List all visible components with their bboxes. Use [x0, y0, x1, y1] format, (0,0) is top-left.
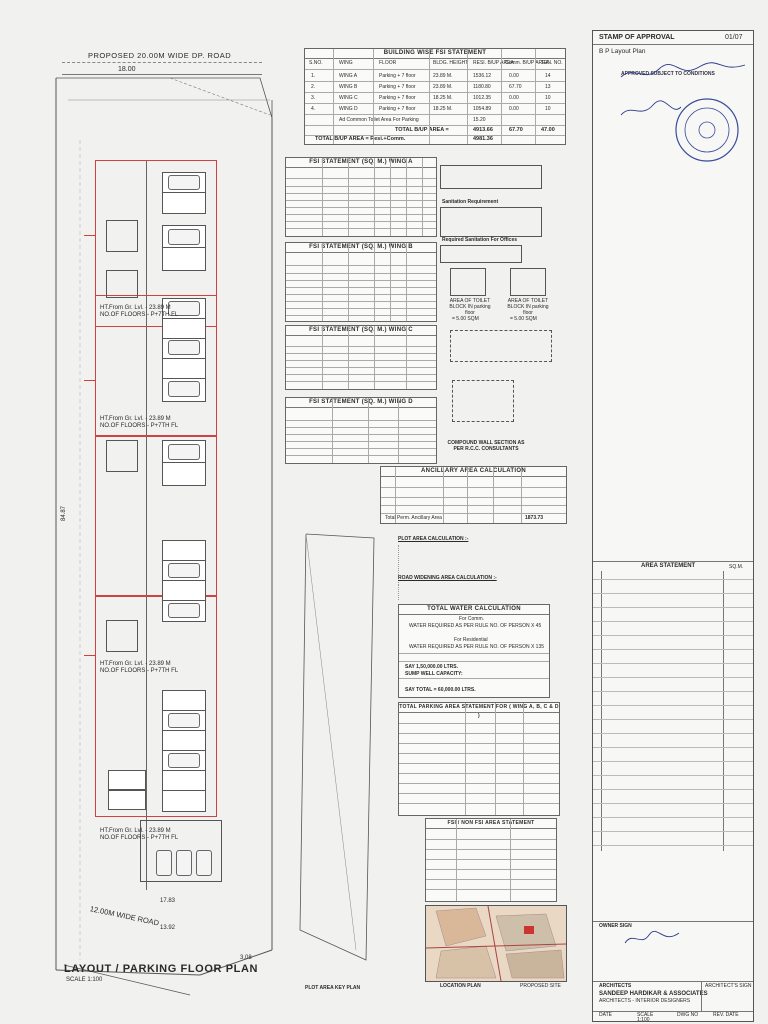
- plan-title: LAYOUT / PARKING FLOOR PLAN: [64, 963, 259, 975]
- plot-boundary: [55, 77, 273, 996]
- title-block: STAMP OF APPROVAL 01/07 B P Layout Plan …: [592, 30, 754, 1023]
- common-row-label: Ad Common Toilet Area For Parking: [339, 117, 419, 123]
- owner-sign-label: OWNER SIGN: [599, 923, 632, 929]
- wing-d-core: [106, 620, 138, 652]
- table-header: FLOOR: [379, 60, 397, 66]
- ancillary-table: ANCILLARY AREA CALCULATION Total Perm. A…: [380, 466, 567, 524]
- plan-type: B P Layout Plan: [599, 48, 646, 55]
- wing-a-core: [106, 220, 138, 252]
- table-header: TEN. NO.: [541, 60, 563, 66]
- wing-c-outline: [95, 435, 217, 597]
- top-width-dim: 18.00: [118, 66, 136, 73]
- wing-c-floors-label: NO.OF FLOORS - P+7TH FL: [100, 668, 179, 674]
- wing-c-core: [106, 440, 138, 472]
- wing-b-height-label: HT.From Gr. Lvl. - 23.89 M: [100, 416, 171, 422]
- dwg-label: DWG NO: [677, 1012, 699, 1018]
- ancillary-total-label: Total Perm. Ancillary Area: [385, 515, 442, 521]
- scale-label: SCALE: [637, 1012, 654, 1018]
- fsi-wing-c-title: FSI STATEMENT (SQ. M.) WING C: [286, 326, 436, 336]
- entry-block: [140, 820, 222, 882]
- water-sub: For Residential: [454, 637, 488, 643]
- red-marker: [84, 380, 96, 381]
- water-calc-table: TOTAL WATER CALCULATION For Comm. WATER …: [398, 604, 550, 698]
- bottom-dim-3: 17.83: [160, 898, 176, 904]
- wing-c-height-label: HT.From Gr. Lvl. - 23.89 M: [100, 661, 171, 667]
- wing-b-outline: [95, 295, 217, 437]
- approval-text: APPROVED SUBJECT TO CONDITIONS: [621, 71, 715, 77]
- fsi-wing-b-table: FSI STATEMENT (SQ. M.) WING B: [285, 242, 437, 322]
- firm-subtitle: ARCHITECTS - INTERIOR DESIGNERS: [599, 998, 691, 1004]
- plan-scale: SCALE 1:100: [66, 977, 103, 983]
- fsi-wing-b-title: FSI STATEMENT (SQ. M.) WING B: [286, 243, 436, 253]
- top-road-label: PROPOSED 20.00M WIDE DP. ROAD: [88, 51, 232, 60]
- red-marker: [84, 655, 96, 656]
- wing-a-height-label: HT.From Gr. Lvl. - 23.89 M: [100, 305, 171, 311]
- fsi-wing-a-table: FSI STATEMENT (SQ. M.) WING A: [285, 157, 437, 237]
- rev-label: REV. DATE: [713, 1012, 739, 1018]
- ancillary-title: ANCILLARY AREA CALCULATION: [381, 467, 566, 477]
- water-title: TOTAL WATER CALCULATION: [399, 605, 549, 615]
- ancillary-total-value: 1873.73: [525, 515, 544, 521]
- water-sub: WATER REQUIRED AS PER RULE NO. OF PERSON…: [409, 644, 545, 650]
- wing-a-floors-label: NO.OF FLOORS - P+7TH FL: [100, 312, 179, 318]
- stamp-heading: STAMP OF APPROVAL: [599, 34, 675, 41]
- water-sub: For Comm.: [459, 616, 484, 622]
- table-header: BLDG. HEIGHT: [433, 60, 469, 66]
- sump-label: SUMP WELL CAPACITY:: [405, 671, 463, 677]
- wing-d-floors-label: NO.OF FLOORS - P+7TH FL: [100, 835, 179, 841]
- sanitation-title: Sanitation Requirement: [442, 199, 499, 205]
- owner-signature: [624, 930, 680, 944]
- fsi-wing-c-table: FSI STATEMENT (SQ. M.) WING C: [285, 325, 437, 390]
- parking-title: TOTAL PARKING AREA STATEMENT FOR ( WING …: [399, 704, 559, 719]
- water-total: SAY 1,50,000.00 LTRS.: [405, 664, 458, 670]
- fsi-wing-d-table: FSI STATEMENT (SQ. M.) WING D: [285, 397, 437, 464]
- red-marker: [84, 235, 96, 236]
- total-resi: 4913.66: [473, 127, 493, 133]
- wing-a-outline: [95, 160, 217, 327]
- water-sub: WATER REQUIRED AS PER RULE NO. OF PERSON…: [409, 623, 542, 629]
- top-dim-line: [62, 74, 262, 75]
- table-header: WING: [339, 60, 353, 66]
- road-edge-line: [62, 62, 262, 63]
- architect-sign-label: ARCHITECT'S SIGN: [705, 983, 752, 989]
- table-header: Comm. B/UP AREA: [505, 60, 549, 66]
- parking-statement-table: TOTAL PARKING AREA STATEMENT FOR ( WING …: [398, 702, 560, 816]
- fsi-wing-d-title: FSI STATEMENT (SQ. M.) WING D: [286, 398, 436, 408]
- wing-d-outline: [95, 595, 217, 817]
- sanitation-block: Sanitation Requirement Required Sanitati…: [440, 157, 550, 263]
- approval-seal: [675, 98, 739, 162]
- water-say-total: SAY TOTAL = 60,000.00 LTRS.: [405, 687, 476, 693]
- table-header: S.NO.: [309, 60, 323, 66]
- driveway-edge: [146, 160, 147, 890]
- firm-name: SANDEEP HARDIKAR & ASSOCIATES: [599, 991, 708, 997]
- wing-a-stair: [106, 270, 138, 298]
- fsi-wing-a-title: FSI STATEMENT (SQ. M.) WING A: [286, 158, 436, 168]
- grand-total-value: 4981.36: [473, 136, 493, 142]
- building-fsi-title: BUILDING WISE FSI STATEMENT: [305, 49, 565, 59]
- fsi-plot-title: FSI / NON FSI AREA STATEMENT: [426, 819, 556, 829]
- signature-scribbles: [620, 62, 746, 116]
- fsi-plot-table: FSI / NON FSI AREA STATEMENT: [425, 818, 557, 902]
- total-bup-label: TOTAL B/UP AREA =: [395, 127, 449, 133]
- side-dim: 84.87: [61, 505, 68, 522]
- sanitation-subtitle: Required Sanitation For Offices: [442, 237, 518, 243]
- bottom-dim-2: 3.08: [240, 955, 252, 961]
- total-comm: 67.70: [509, 127, 523, 133]
- section-sketch: [450, 330, 552, 362]
- common-row-value: 15.20: [473, 117, 486, 123]
- architects-label: ARCHITECTS: [599, 983, 632, 989]
- table-header: RESI. B/UP AREA: [473, 60, 514, 66]
- sheet-no: 01/07: [725, 34, 743, 41]
- wing-d-height-label: HT.From Gr. Lvl. - 23.89 M: [100, 828, 171, 834]
- area-unit: SQ.M.: [729, 564, 744, 570]
- scale-value: 1:100: [637, 1017, 650, 1023]
- grand-total-label: TOTAL B/UP AREA = Resi.+Comm.: [315, 136, 406, 142]
- bottom-dim-1: 13.92: [160, 925, 176, 931]
- building-fsi-table: BUILDING WISE FSI STATEMENT S.NO. WING F…: [304, 48, 566, 145]
- area-statement-heading: AREA STATEMENT: [641, 563, 696, 569]
- wing-b-floors-label: NO.OF FLOORS - P+7TH FL: [100, 423, 179, 429]
- date-label: DATE: [599, 1012, 612, 1018]
- total-ten: 47.00: [541, 127, 555, 133]
